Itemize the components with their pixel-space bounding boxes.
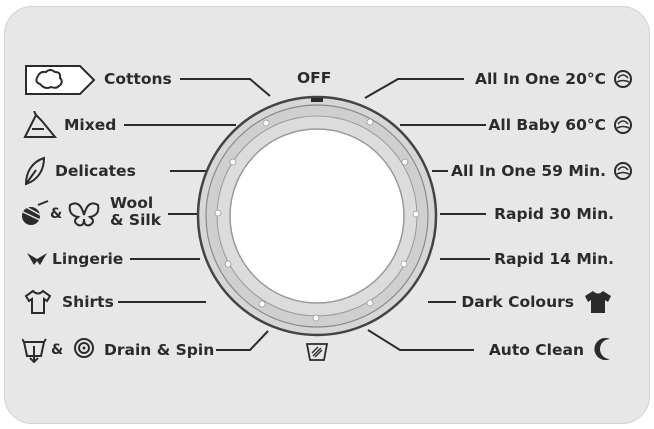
eco-icon (614, 162, 632, 180)
eco-icon (614, 116, 632, 134)
line-allinone20 (364, 78, 464, 99)
amp-drain: & (51, 342, 64, 358)
program-wool-silk[interactable]: Wool & Silk (110, 195, 161, 229)
wash-tub-icon (305, 343, 329, 361)
cotton-icon (25, 65, 96, 95)
program-rapid-14[interactable]: Rapid 14 Min. (494, 250, 614, 268)
mixed-icon (23, 111, 58, 138)
wool-silk-icon (22, 200, 100, 227)
amp-wool: & (50, 206, 63, 222)
shirt-icon (24, 289, 52, 314)
program-drain-spin[interactable]: Drain & Spin (104, 341, 215, 359)
dial-knob (229, 128, 405, 304)
program-lingerie[interactable]: Lingerie (52, 250, 124, 268)
program-delicates[interactable]: Delicates (55, 162, 136, 180)
program-rapid-30[interactable]: Rapid 30 Min. (494, 205, 614, 223)
program-all-in-one-59[interactable]: All In One 59 Min. (451, 162, 606, 180)
line-cottons (180, 78, 271, 97)
program-all-baby-60[interactable]: All Baby 60°C (488, 116, 606, 134)
program-cottons[interactable]: Cottons (104, 70, 172, 88)
program-all-in-one-20[interactable]: All In One 20°C (474, 70, 606, 88)
dark-shirt-icon (585, 291, 611, 313)
line-drain (216, 330, 269, 351)
dial-ticks (214, 118, 420, 322)
off-label: OFF (297, 69, 332, 87)
feather-icon (24, 156, 46, 186)
program-shirts[interactable]: Shirts (62, 293, 114, 311)
program-mixed[interactable]: Mixed (64, 116, 117, 134)
drain-spin-icon (22, 338, 94, 364)
wool-label-line1: Wool (110, 194, 154, 212)
program-auto-clean[interactable]: Auto Clean (488, 341, 584, 359)
wool-label-line2: & Silk (110, 211, 162, 229)
program-dark-colours[interactable]: Dark Colours (461, 293, 574, 311)
lingerie-icon (27, 253, 47, 265)
eco-icon (614, 70, 632, 88)
line-autoclean (367, 329, 474, 351)
moon-icon (594, 338, 610, 360)
off-marker (311, 98, 323, 102)
